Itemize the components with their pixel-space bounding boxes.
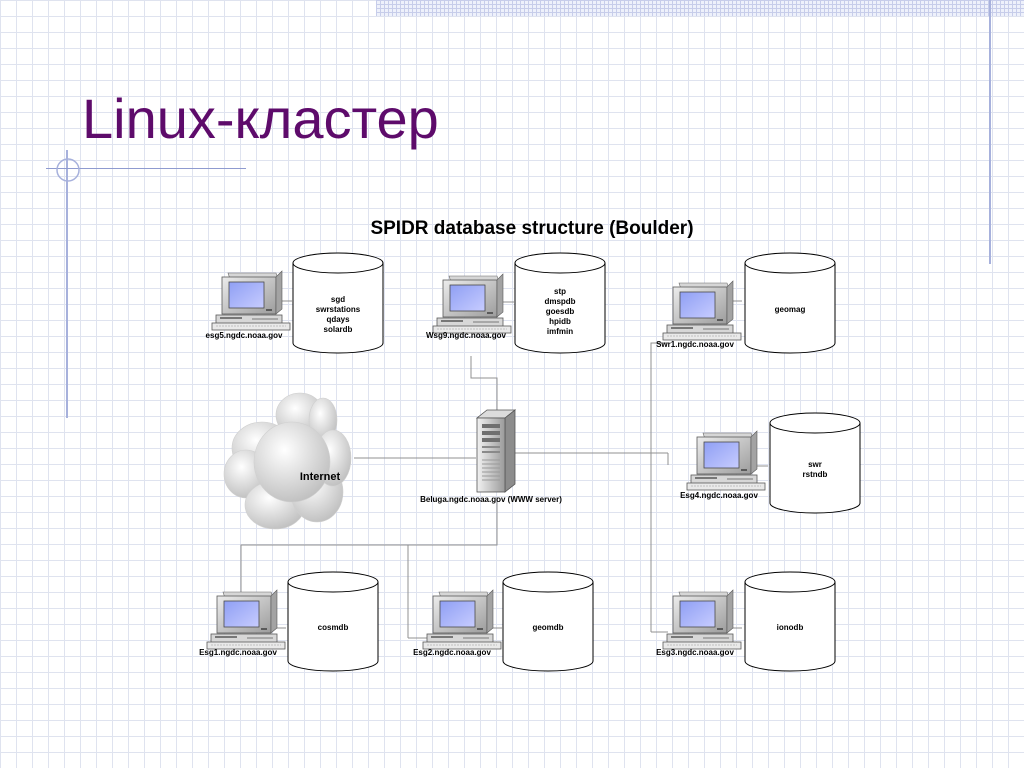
swr1-hostname: Swr1.ngdc.noaa.gov [656,340,734,349]
esg5-database-cylinder: sgd swrstations qdays solardb [292,252,384,354]
swr1-computer-icon [662,280,742,341]
wsg9-db-name-2: dmspdb [544,297,575,306]
internet-label: Internet [300,471,341,483]
wsg9-db-name-3: goesdb [546,307,575,316]
esg5-db-name-1: sgd [331,295,345,304]
esg1-db-name-1: cosmdb [318,623,349,632]
esg1-hostname: Esg1.ngdc.noaa.gov [199,648,277,657]
link-swr1-esg3-trunk [650,342,668,632]
esg2-db-name-1: geomdb [532,623,563,632]
esg5-db-name-4: solardb [324,325,353,334]
wsg9-hostname: Wsg9.ngdc.noaa.gov [426,331,507,340]
internet-cloud: Internet [223,392,352,530]
esg5-hostname: esg5.ngdc.noaa.gov [206,331,283,340]
wsg9-db-name-1: stp [554,287,566,296]
esg2-hostname: Esg2.ngdc.noaa.gov [413,648,491,657]
esg3-computer-icon [662,589,742,650]
esg3-hostname: Esg3.ngdc.noaa.gov [656,648,734,657]
beluga-hostname: Beluga.ngdc.noaa.gov (WWW server) [420,495,562,504]
esg4-computer-icon [686,430,766,491]
link-wsg9-beluga [470,356,498,412]
slide-title: Linux-кластер [82,87,439,150]
esg4-db-name-1: swr [808,460,822,469]
swr1-db-name-1: geomag [775,305,806,314]
node-esg3: Esg3.ngdc.noaa.gov ionodb [656,571,836,672]
esg4-db-name-2: rstndb [803,470,828,479]
esg4-hostname: Esg4.ngdc.noaa.gov [680,491,758,500]
esg1-database-cylinder: cosmdb [287,571,379,672]
node-esg2: Esg2.ngdc.noaa.gov geomdb [413,571,594,672]
swr1-database-cylinder: geomag [744,252,836,354]
rule-circle-ornament [56,158,80,182]
wsg9-database-cylinder: stp dmspdb goesdb hpidb imfmin [514,252,606,354]
esg5-db-name-3: qdays [326,315,350,324]
left-vertical-rule [66,150,68,418]
esg3-db-name-1: ionodb [777,623,804,632]
diagram-title: SPIDR database structure (Boulder) [370,218,694,239]
link-beluga-bus [240,497,498,594]
beluga-server: Beluga.ngdc.noaa.gov (WWW server) [420,409,562,504]
esg5-computer-icon [211,270,291,331]
esg3-database-cylinder: ionodb [744,571,836,672]
wsg9-db-name-4: hpidb [549,317,571,326]
top-decorative-band [376,0,1024,16]
title-underline-rule [46,168,246,169]
esg5-db-name-2: swrstations [316,305,361,314]
node-swr1: Swr1.ngdc.noaa.gov geomag [656,252,836,354]
node-esg1: Esg1.ngdc.noaa.gov cosmdb [199,571,379,672]
esg1-computer-icon [206,589,286,650]
esg2-computer-icon [422,589,502,650]
right-vertical-rule [989,0,991,264]
node-esg5: esg5.ngdc.noaa.gov sgd swrstations qdays… [206,252,384,354]
wsg9-computer-icon [432,273,512,334]
node-esg4: Esg4.ngdc.noaa.gov swr rstndb [680,412,861,514]
esg4-database-cylinder: swr rstndb [769,412,861,514]
esg2-database-cylinder: geomdb [502,571,594,672]
wsg9-db-name-5: imfmin [547,327,573,336]
node-wsg9: Wsg9.ngdc.noaa.gov stp dmspdb goesdb hpi… [426,252,606,354]
